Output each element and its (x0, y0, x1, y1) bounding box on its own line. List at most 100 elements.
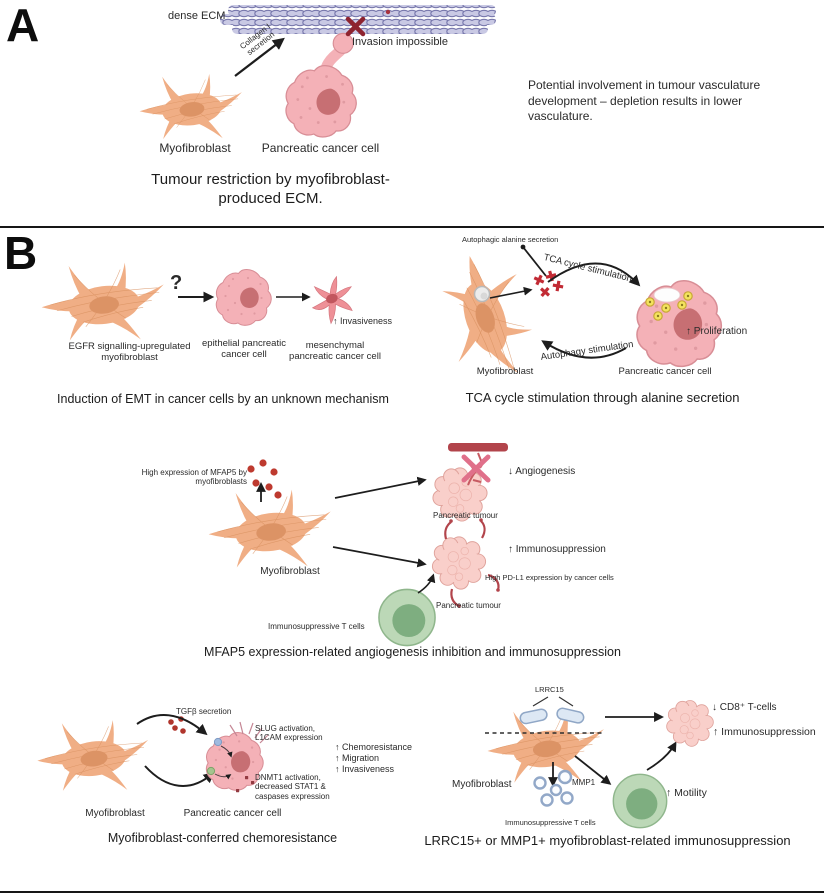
panel-divider (0, 226, 824, 228)
mitochondria-icons (645, 291, 693, 321)
immunosuppressive-t-cell (612, 773, 668, 829)
arrow-to-tumour2 (332, 546, 427, 568)
chemo-effects: ↑ Chemoresistance ↑ Migration ↑ Invasive… (335, 742, 412, 775)
cilia-spikes (229, 721, 269, 744)
unknown-mechanism-question: ? (170, 272, 183, 294)
myofibroblast-cell (139, 73, 243, 140)
egfr-myofibroblast-label: EGFR signalling-upregulated myofibroblas… (68, 341, 191, 364)
immunosuppression-label: ↑ Immunosuppression (508, 544, 606, 555)
tca-caption: TCA cycle stimulation through alanine se… (465, 390, 740, 405)
egfr-myofibroblast-cell (41, 262, 165, 341)
myofibroblast-label-mfap5: Myofibroblast (260, 566, 320, 577)
lrrc15-caption: LRRC15+ or MMP1+ myofibroblast-related i… (424, 833, 791, 848)
blood-vessel-bar (448, 443, 508, 452)
cancer-cell-label-a: Pancreatic cancer cell (261, 141, 380, 155)
panel-a-caption: Tumour restriction by myofibroblast-prod… (151, 171, 390, 207)
mfap5-caption: MFAP5 expression-related angiogenesis in… (204, 645, 621, 659)
red-dot (385, 9, 391, 15)
arrow-to-tumour1 (334, 476, 427, 499)
tca-diagram-art (436, 244, 723, 386)
immunosuppression-label-lrrc15: ↑ Immunosuppression (713, 726, 816, 738)
myofibroblast-cell (208, 489, 332, 568)
mesenchymal-label: mesenchymal pancreatic cancer cell (289, 340, 381, 363)
panel-b-letter: B (4, 227, 38, 279)
autophagic-secretion-label: Autophagic alanine secretion (462, 235, 559, 244)
effect-invasiveness: ↑ Invasiveness (335, 764, 395, 774)
mmp1-label: MMP1 (572, 778, 596, 787)
chemo-caption: Myofibroblast-conferred chemoresistance (107, 831, 338, 845)
epithelial-label: epithelial pancreatic cancer cell (202, 338, 286, 361)
collagen-secretion-arrow (234, 37, 285, 77)
panel-a-side-note: Potential involvement in tumour vasculat… (528, 78, 761, 123)
immunosuppressive-t-cell (378, 588, 436, 647)
alanine-molecules (533, 270, 564, 298)
tumour1-label: Pancreatic tumour (433, 511, 498, 520)
panel-a-art (139, 5, 496, 170)
lrrc15-capsule-1 (519, 708, 548, 725)
tcell-to-tumour-arrow (417, 573, 436, 594)
slug-label: SLUG activation, L1CAM expression (255, 724, 323, 743)
inner-signal-arrow-2 (214, 773, 232, 780)
autophagosome-arrow (489, 286, 533, 299)
mfap5-dots (247, 459, 282, 499)
tgfb-secretion-arrow (136, 714, 208, 736)
bottom-border-line (0, 891, 824, 893)
invasion-impossible-label: Invasion impossible (352, 36, 448, 48)
dense-ecm-mesh (220, 5, 496, 34)
cancer-cell-label-chemo: Pancreatic cancer cell (183, 808, 282, 819)
tcell-to-tumour-arrow (646, 741, 677, 771)
myofibroblast-label-tca: Myofibroblast (476, 366, 534, 377)
angiogenesis-blocked-x-icon (461, 454, 491, 483)
lrrc15-label: LRRC15 (535, 685, 564, 694)
alanine-pointer-line (522, 246, 547, 277)
mfap5-diagram-art (208, 443, 508, 647)
myofibroblast-label-a: Myofibroblast (159, 141, 231, 155)
tumour2-label: Pancreatic tumour (436, 601, 501, 610)
tgfb-label: TGFβ secretion (176, 707, 232, 716)
invasiveness-label: ↑ Invasiveness (333, 316, 393, 326)
autophagy-stimulation-arrow (541, 340, 627, 359)
myofibroblast-label-chemo: Myofibroblast (85, 808, 145, 819)
motility-label: ↑ Motility (666, 787, 707, 799)
chemo-diagram-art (37, 714, 269, 793)
panel-a-letter: A (6, 0, 40, 51)
tcells-label-mfap5: Immunosuppressive T cells (268, 622, 365, 631)
dnmt1-arrow (144, 765, 215, 787)
dense-ecm-label: dense ECM (168, 10, 226, 22)
effect-chemoresistance: ↑ Chemoresistance (335, 742, 413, 752)
effect-migration: ↑ Migration (335, 753, 380, 763)
cd8-label: ↓ CD8⁺ T-cells (712, 702, 777, 713)
vacuole-icon (653, 287, 681, 303)
lrrc15-capsule-2 (556, 707, 585, 724)
pancreatic-tumour-2 (431, 536, 487, 590)
dnmt1-label: DNMT1 activation, decreased STAT1 & casp… (255, 773, 330, 801)
tumour-blob (666, 700, 714, 747)
inner-signal-arrow-1 (220, 745, 233, 758)
chromatin-marks (236, 776, 255, 793)
tgfb-dots (168, 716, 186, 734)
lrrc15-pointer-lines (532, 696, 574, 707)
invasion-blocked-x-icon (345, 16, 366, 37)
epithelial-cancer-cell (215, 268, 272, 326)
tcells-label-lrrc15: Immunosuppressive T cells (505, 818, 596, 827)
receptor-dot-green (206, 766, 216, 776)
pdl1-label: High PD-L1 expression by cancer cells (485, 573, 614, 582)
myofibroblast-cell (487, 708, 605, 784)
autophagosome-core (480, 292, 488, 300)
mfap5-expression-label: High expression of MFAP5 by myofibroblas… (141, 468, 247, 487)
emt-caption: Induction of EMT in cancer cells by an u… (57, 392, 389, 406)
myofib-to-tcell-arrow (574, 755, 612, 785)
receptor-dot-blue (213, 737, 223, 747)
cancer-cell-label-tca: Pancreatic cancer cell (618, 366, 712, 377)
pancreatic-cancer-cell (286, 33, 356, 137)
myofibroblast-label-lrrc15: Myofibroblast (452, 779, 512, 790)
myofibroblast-cell (37, 719, 149, 792)
lrrc15-diagram-art (485, 696, 714, 829)
emt-diagram-art (41, 262, 353, 341)
proliferation-label: ↑ Proliferation (686, 326, 748, 337)
myofibroblast-cell (436, 246, 541, 386)
angiogenesis-label: ↓ Angiogenesis (508, 466, 576, 477)
tumour2-vessel-tips (449, 518, 500, 608)
tca-stimulation-arrow (547, 262, 641, 287)
